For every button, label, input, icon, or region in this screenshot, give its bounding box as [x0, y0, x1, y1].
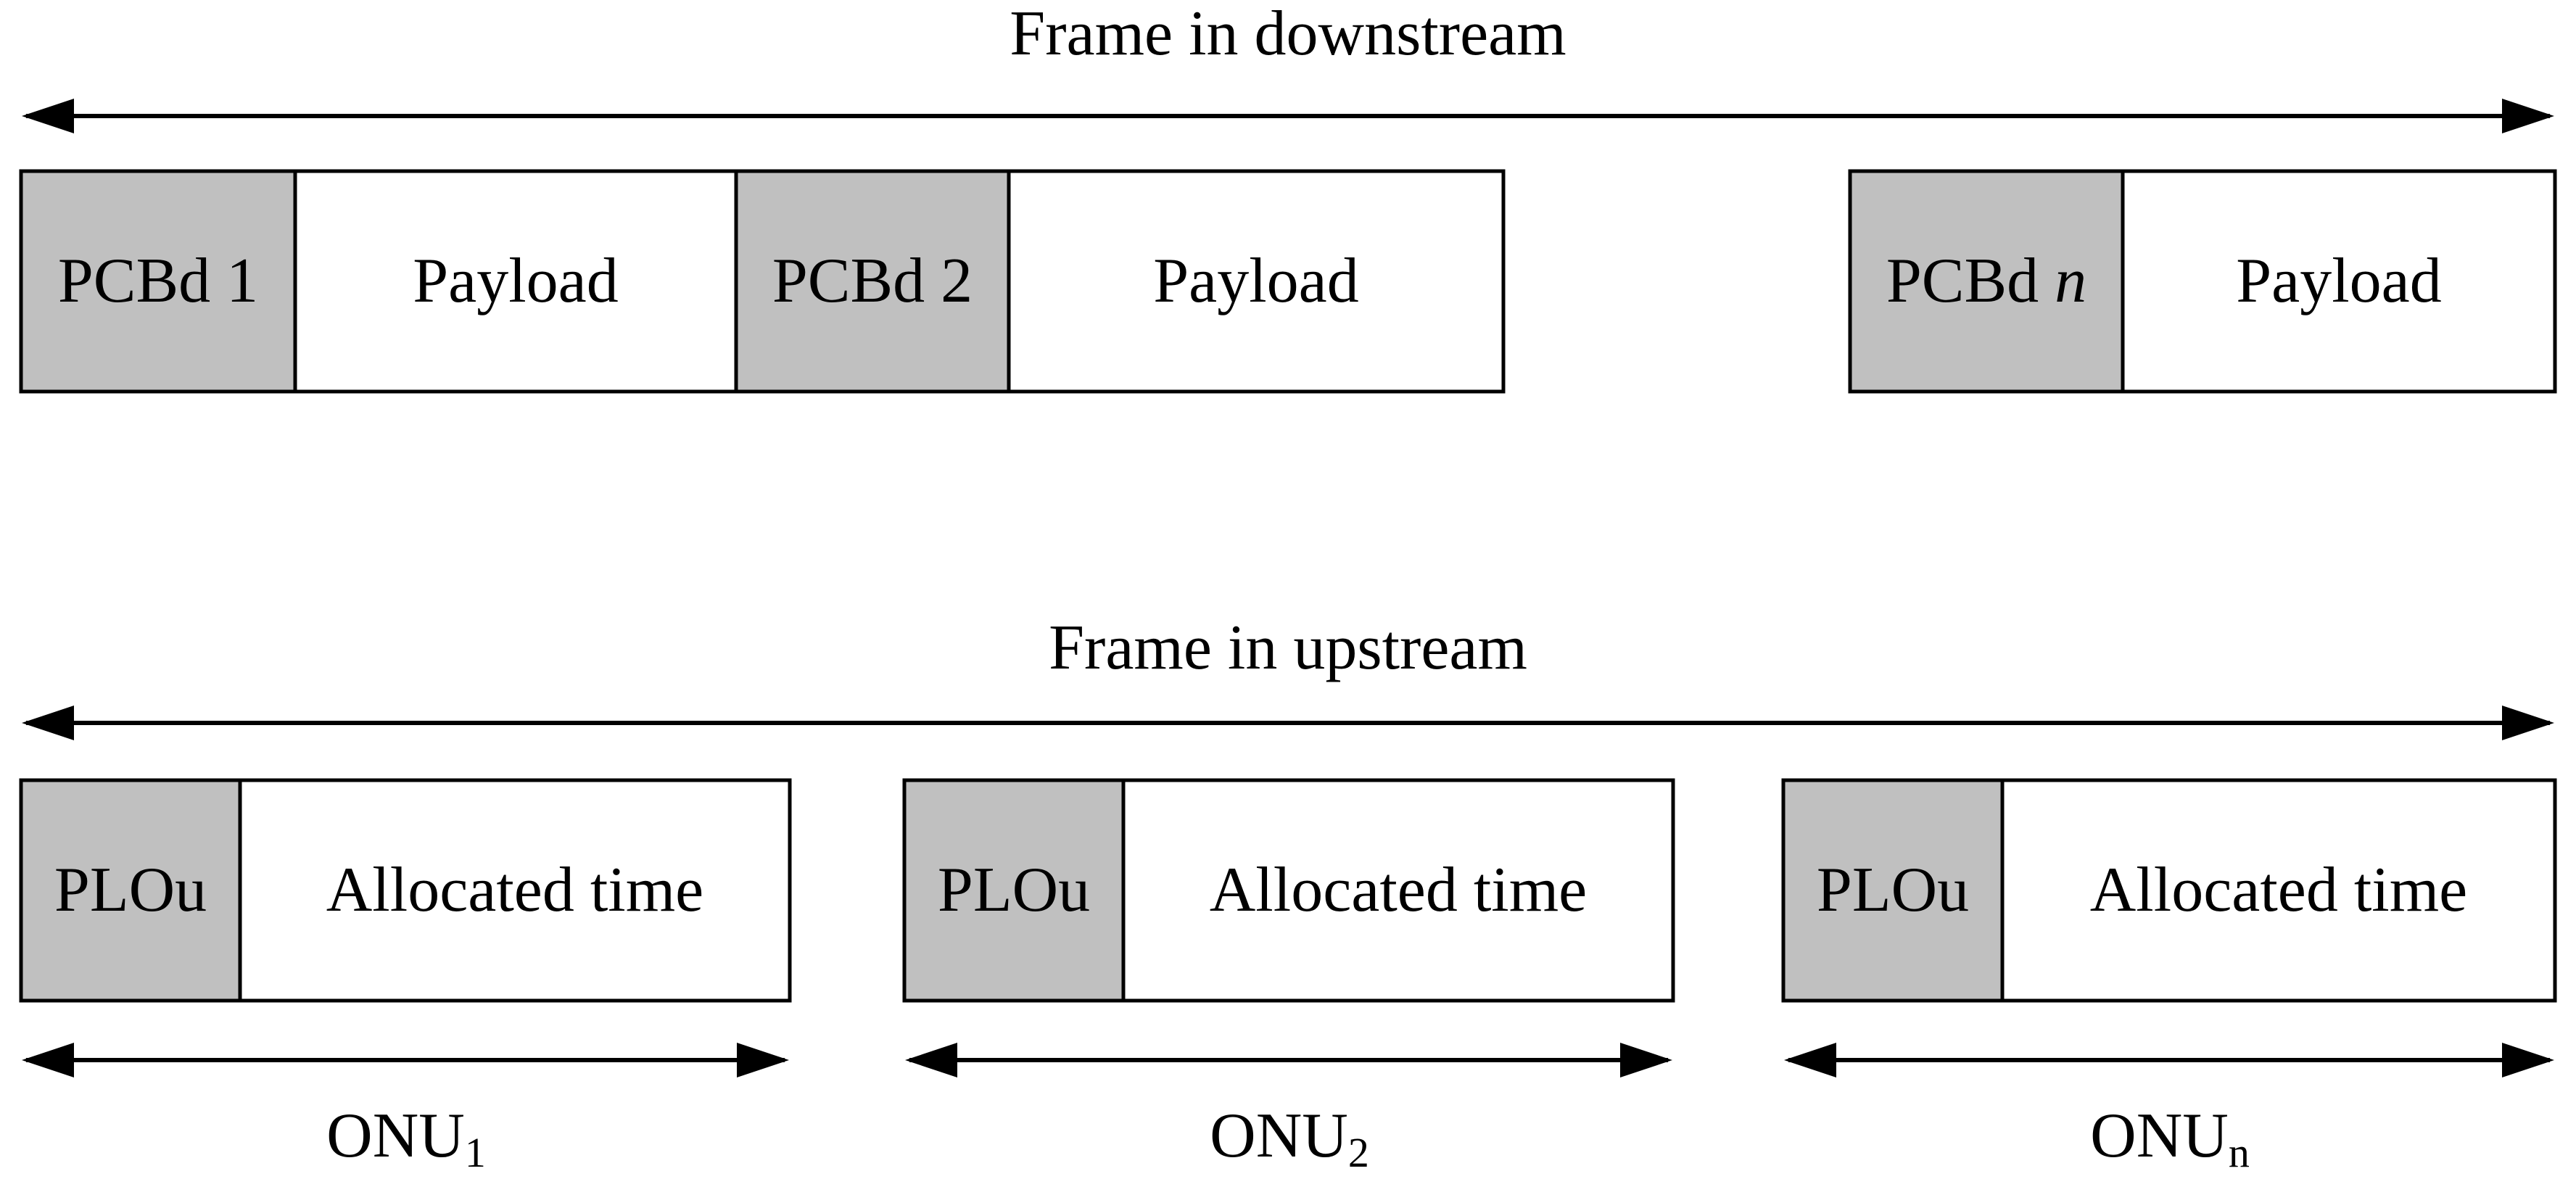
onu-n-allocated-box — [2000, 778, 2557, 1003]
onu-1-plou-label: PLOu — [54, 855, 207, 925]
onu-1-subscript: 1 — [465, 1129, 486, 1176]
pcbd-1-label: PCBd 1 — [58, 246, 258, 316]
onu-1-plou-box — [19, 778, 242, 1003]
pcbd-2-label: PCBd 2 — [772, 246, 973, 316]
downstream-cell-payload-n: Payload — [2121, 169, 2557, 394]
payload-n-box — [2121, 169, 2557, 394]
onu-2-plou-label: PLOu — [938, 855, 1090, 925]
onu-2-plou-box — [902, 778, 1126, 1003]
onu-n-plou-box — [1781, 778, 2005, 1003]
onu-2-allocated-box — [1121, 778, 1675, 1003]
downstream-cell-pcbd-1: PCBd 1 — [19, 169, 297, 394]
onu-n-allocated-label: Allocated time — [2090, 855, 2467, 925]
onu-1-allocated-box — [238, 778, 792, 1003]
pcbd-n-label-index: n — [2055, 246, 2086, 316]
onu-2-allocated-label: Allocated time — [1210, 855, 1587, 925]
upstream-burst-onu-n: PLOu Allocated time ONUn — [1781, 778, 2557, 1176]
payload-2-box — [1007, 169, 1506, 394]
onu-n-subscript: n — [2229, 1129, 2250, 1176]
onu-1-allocated-label: Allocated time — [326, 855, 703, 925]
onu-n-name: ONU — [2090, 1101, 2229, 1171]
upstream-burst-onu-1: PLOu Allocated time ONU1 — [19, 778, 792, 1176]
payload-1-label: Payload — [413, 246, 619, 316]
downstream-cell-pcbd-n: PCBd n — [1848, 169, 2125, 394]
pcbd-2-box — [734, 169, 1011, 394]
upstream-burst-onu-2: PLOu Allocated time ONU2 — [902, 778, 1675, 1176]
downstream-title: Frame in downstream — [1010, 0, 1566, 69]
onu-2-subscript: 2 — [1348, 1129, 1369, 1176]
onu-2-name: ONU — [1210, 1101, 1348, 1171]
onu-n-plou-label: PLOu — [1817, 855, 1969, 925]
upstream-title: Frame in upstream — [1049, 613, 1527, 683]
downstream-frame: PCBd 1 Payload PCBd 2 Payload PCBd n Pay… — [19, 169, 2557, 394]
downstream-cell-payload-2: Payload — [1007, 169, 1506, 394]
onu-2-label: ONU2 — [1210, 1101, 1369, 1176]
downstream-cell-payload-1: Payload — [293, 169, 738, 394]
onu-1-name: ONU — [326, 1101, 465, 1171]
onu-n-label: ONUn — [2090, 1101, 2250, 1176]
payload-2-label: Payload — [1153, 246, 1359, 316]
payload-1-box — [293, 169, 738, 394]
pcbd-n-label-prefix: PCBd — [1886, 246, 2055, 316]
payload-n-label: Payload — [2236, 246, 2442, 316]
onu-1-label: ONU1 — [326, 1101, 486, 1176]
pcbd-n-label: PCBd n — [1886, 246, 2086, 316]
downstream-cell-pcbd-2: PCBd 2 — [734, 169, 1011, 394]
